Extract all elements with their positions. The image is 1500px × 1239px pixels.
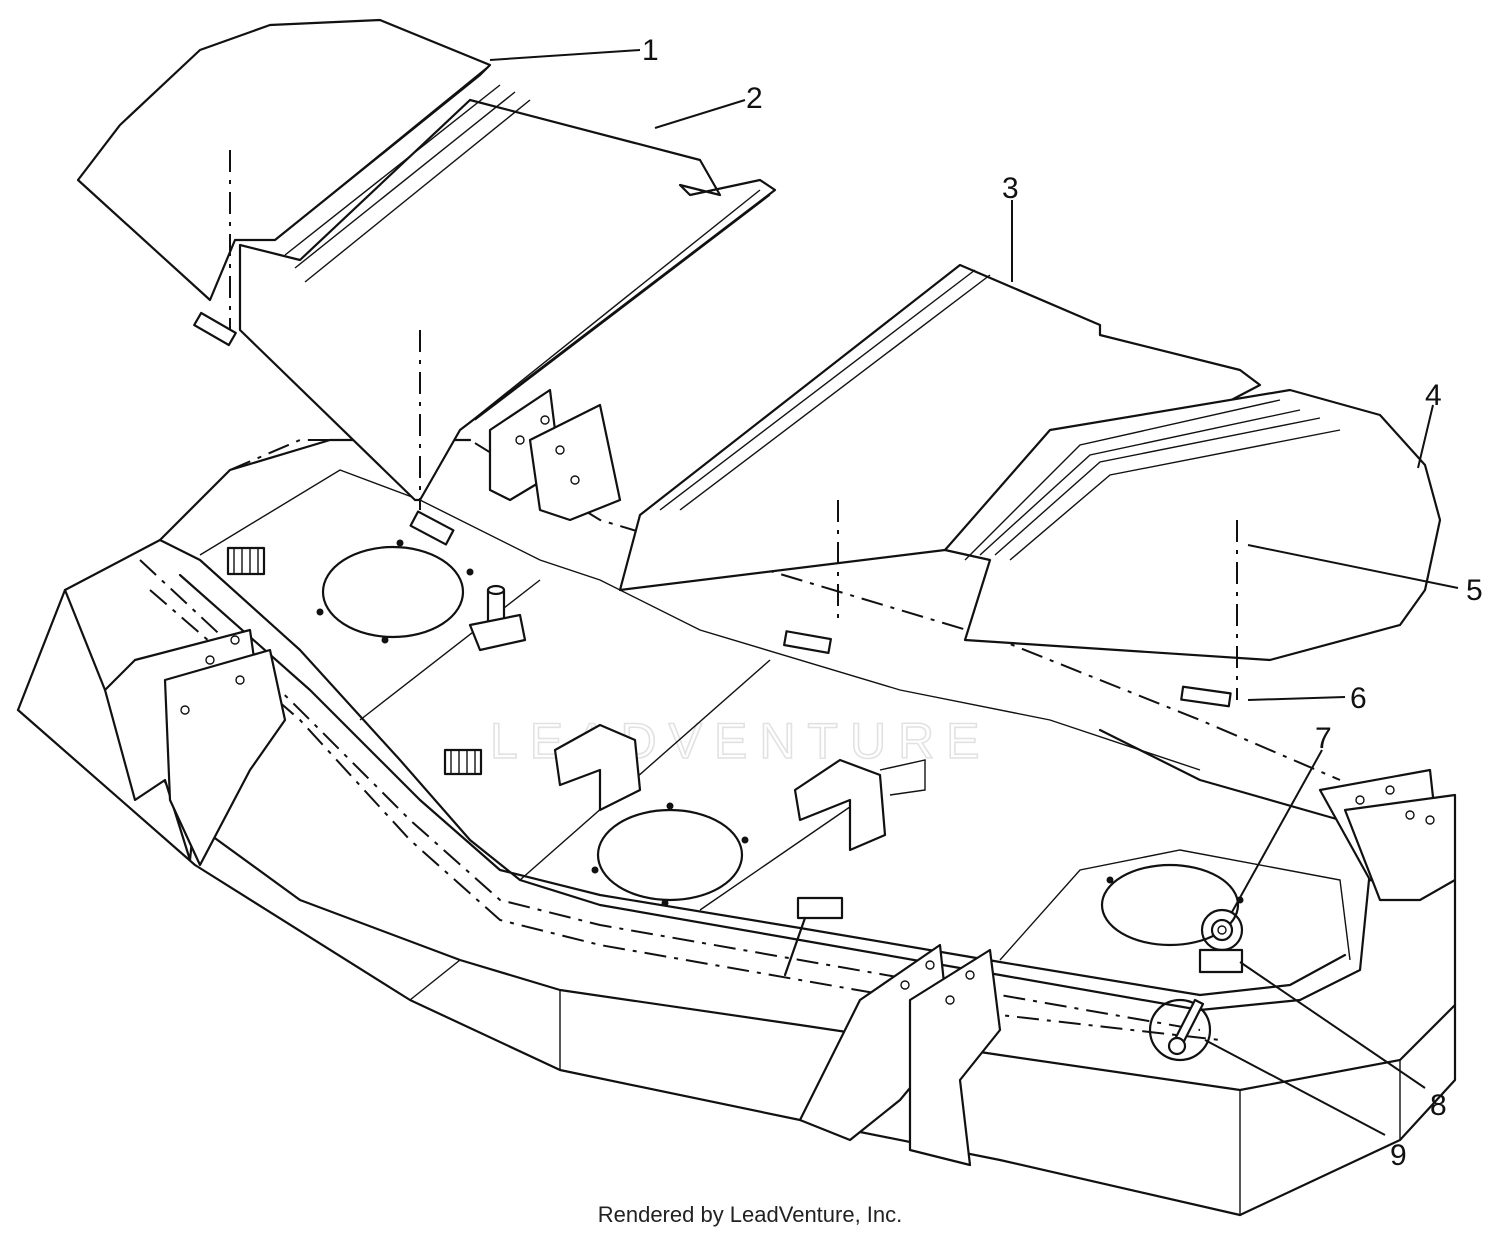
bracket-right [1318,768,1457,902]
spindle-post [468,584,527,652]
block-left [226,546,266,576]
part-9-bolt [1148,998,1212,1062]
block-center [443,748,483,776]
bracket-front-center [798,943,1002,1167]
pad-right [1180,685,1232,708]
spindle-center [591,802,749,907]
bracket-center-rear [488,388,622,522]
right-shroud [618,263,1442,700]
spindle-right [1100,863,1244,947]
callout-3: 3 [1002,172,1019,205]
callout-4: 4 [1425,379,1442,412]
spindle-left [316,539,474,644]
leader-lines [489,49,1459,1136]
callout-6: 6 [1350,682,1367,715]
callout-1: 1 [642,34,659,67]
hat-bracket-left [553,723,642,812]
part-7-washer [1200,908,1244,952]
bracket-left-front [103,628,287,867]
pad-left-top [193,311,237,347]
callout-9: 9 [1390,1139,1407,1172]
block-front [783,896,844,977]
footer-credit: Rendered by LeadVenture, Inc. [597,1202,903,1227]
hat-bracket-right [793,758,926,852]
part-8-nut [1198,948,1244,974]
left-shroud [76,18,777,510]
callout-8: 8 [1430,1089,1447,1122]
callout-7: 7 [1315,722,1332,755]
callout-2: 2 [746,82,763,115]
deck-top-plate [199,439,1351,961]
pad-left-low [409,510,455,546]
callout-labels: 1 2 3 4 5 6 7 8 9 [642,34,1483,1172]
pad-center [783,630,832,654]
callout-5: 5 [1466,574,1483,607]
